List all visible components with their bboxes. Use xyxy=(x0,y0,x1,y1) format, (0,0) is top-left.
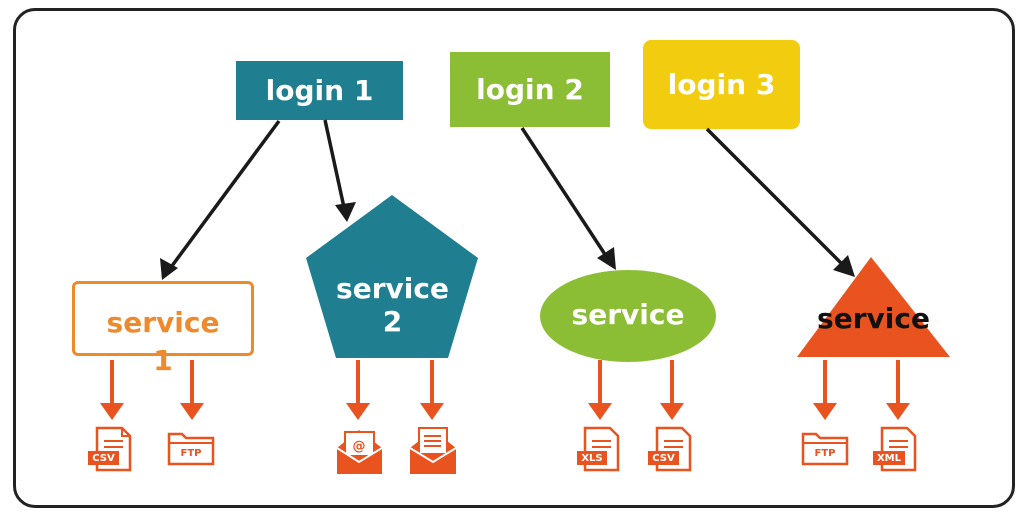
service-2-number: 2 xyxy=(382,305,403,338)
service-1-label: service xyxy=(106,306,220,339)
ftp-folder-icon xyxy=(167,432,215,466)
csv-label: CSV xyxy=(652,453,675,464)
login-3-label: login 3 xyxy=(667,68,776,101)
ftp-folder-icon xyxy=(801,432,849,466)
arrowhead xyxy=(100,403,124,420)
arrowhead xyxy=(660,403,684,420)
login-1-box: login 1 xyxy=(236,61,403,120)
arrowhead xyxy=(813,403,837,420)
login-3-box: login 3 xyxy=(643,40,800,129)
arrowhead xyxy=(420,403,444,420)
service-3-ellipse xyxy=(540,270,716,362)
arrowhead xyxy=(597,247,616,270)
arrowhead xyxy=(588,403,612,420)
ftp-label: FTP xyxy=(814,448,836,459)
arrow-login1-service2 xyxy=(323,119,347,213)
login-1-label: login 1 xyxy=(265,74,374,107)
csv-file-icon xyxy=(648,426,692,472)
service-4-label: service xyxy=(817,302,930,335)
email-document-icon xyxy=(409,427,457,474)
ftp-label: FTP xyxy=(180,448,202,459)
arrow-login2-service3 xyxy=(520,127,612,263)
xml-label: XML xyxy=(876,453,902,464)
xls-file-icon xyxy=(577,426,620,472)
email-at-icon: @ xyxy=(336,430,383,474)
csv-file-icon xyxy=(88,426,132,472)
arrowhead xyxy=(833,255,855,277)
service-1-box: service 1 xyxy=(72,281,254,377)
arrowhead xyxy=(886,403,910,420)
service-2-label-group: service 2 xyxy=(320,272,465,338)
xml-file-icon xyxy=(873,426,917,472)
login-2-box: login 2 xyxy=(450,52,610,127)
svg-text:@: @ xyxy=(353,439,366,454)
service-2-label: service xyxy=(336,272,449,305)
service-1-number: 1 xyxy=(153,344,173,377)
xls-label: XLS xyxy=(581,453,603,464)
arrowhead xyxy=(160,258,178,280)
arrowhead xyxy=(346,403,370,420)
arrow-login3-service4 xyxy=(705,127,850,272)
arrow-login1-service1 xyxy=(164,119,281,276)
csv-label: CSV xyxy=(92,453,115,464)
service-3-label: service xyxy=(571,298,685,331)
service-2-pentagon xyxy=(306,195,478,358)
service-4-triangle xyxy=(797,257,950,357)
arrowhead xyxy=(180,403,204,420)
arrowhead xyxy=(335,202,356,222)
login-2-label: login 2 xyxy=(476,73,584,106)
